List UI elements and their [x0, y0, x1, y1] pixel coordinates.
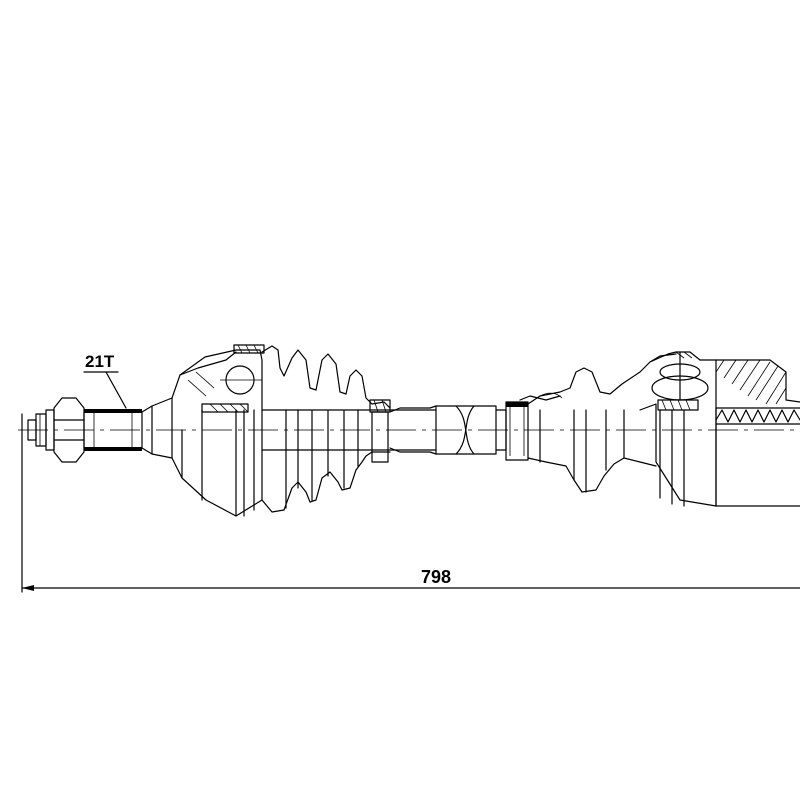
outer-boot	[233, 344, 391, 513]
inner-spline-teeth	[715, 409, 800, 423]
inner-clamp	[505, 401, 529, 461]
main-shaft	[261, 405, 507, 455]
length-dimension	[21, 413, 800, 593]
axle-nut	[53, 397, 85, 463]
inner-boot	[519, 353, 677, 493]
spline-leader-line	[105, 371, 127, 409]
spline-tooth-label: 21T	[85, 352, 115, 371]
inner-cv-joint	[639, 351, 717, 507]
inner-stub-housing	[699, 359, 800, 507]
outer-cv-joint	[151, 349, 263, 517]
overall-length-label: 798	[421, 567, 451, 587]
spline-shaft	[83, 405, 153, 455]
